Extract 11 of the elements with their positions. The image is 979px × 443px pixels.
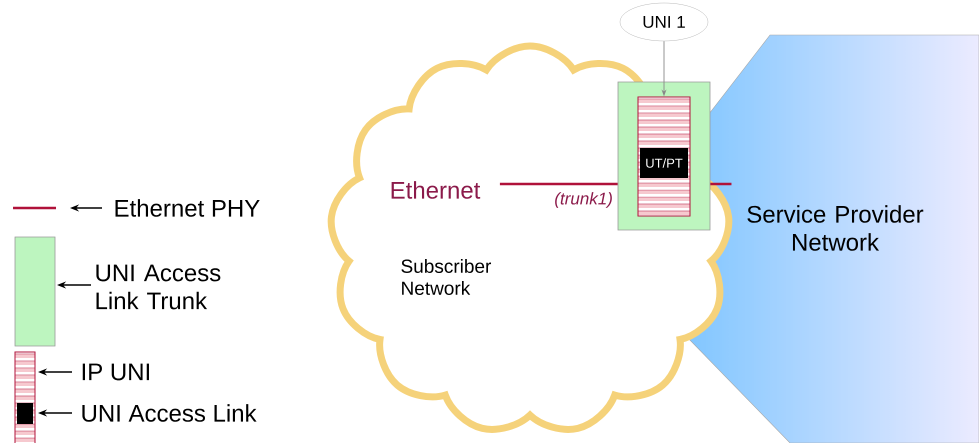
edge-label: (trunk1) [555, 192, 612, 208]
provider-octagon: Service Provider Network [684, 34, 979, 443]
network-label: Ethernet [392, 181, 480, 199]
access-link-block: UT/PT [640, 148, 688, 178]
legend-text: IP UNI [82, 364, 149, 380]
legend-text: Ethernet PHY [116, 199, 260, 217]
connector-line [500, 182, 618, 186]
connector-line [710, 182, 732, 186]
legend-text: UNI Access Link Trunk [96, 264, 220, 310]
node-label: Subscriber Network [401, 259, 492, 295]
legend-text: UNI Access Link [82, 404, 257, 422]
